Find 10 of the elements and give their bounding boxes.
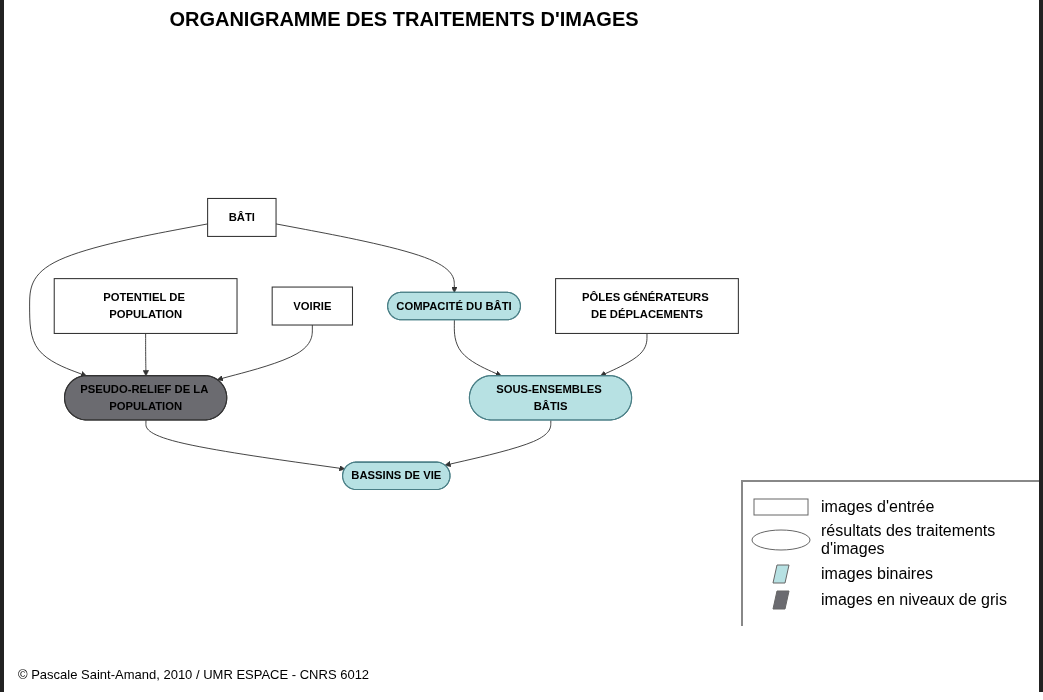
legend-text: images en niveaux de gris xyxy=(821,591,1007,609)
node-box: VOIRIE xyxy=(271,286,353,326)
legend-text: résultats des traitements d'images xyxy=(821,522,997,558)
copyright-caption: © Pascale Saint-Amand, 2010 / UMR ESPACE - CNRS 6012 xyxy=(18,667,370,682)
legend-text: images binaires xyxy=(821,565,934,583)
legend-text: images d'entrée xyxy=(821,498,935,516)
node-box: BÂTI xyxy=(207,197,277,237)
node-box: PÔLES GÉNÉRATEURS DE DÉPLACEMENTS xyxy=(555,278,739,334)
diagram-title: ORGANIGRAMME DES TRAITEMENTS D'IMAGES xyxy=(168,8,640,31)
node-box: POTENTIEL DE POPULATION xyxy=(53,278,238,334)
